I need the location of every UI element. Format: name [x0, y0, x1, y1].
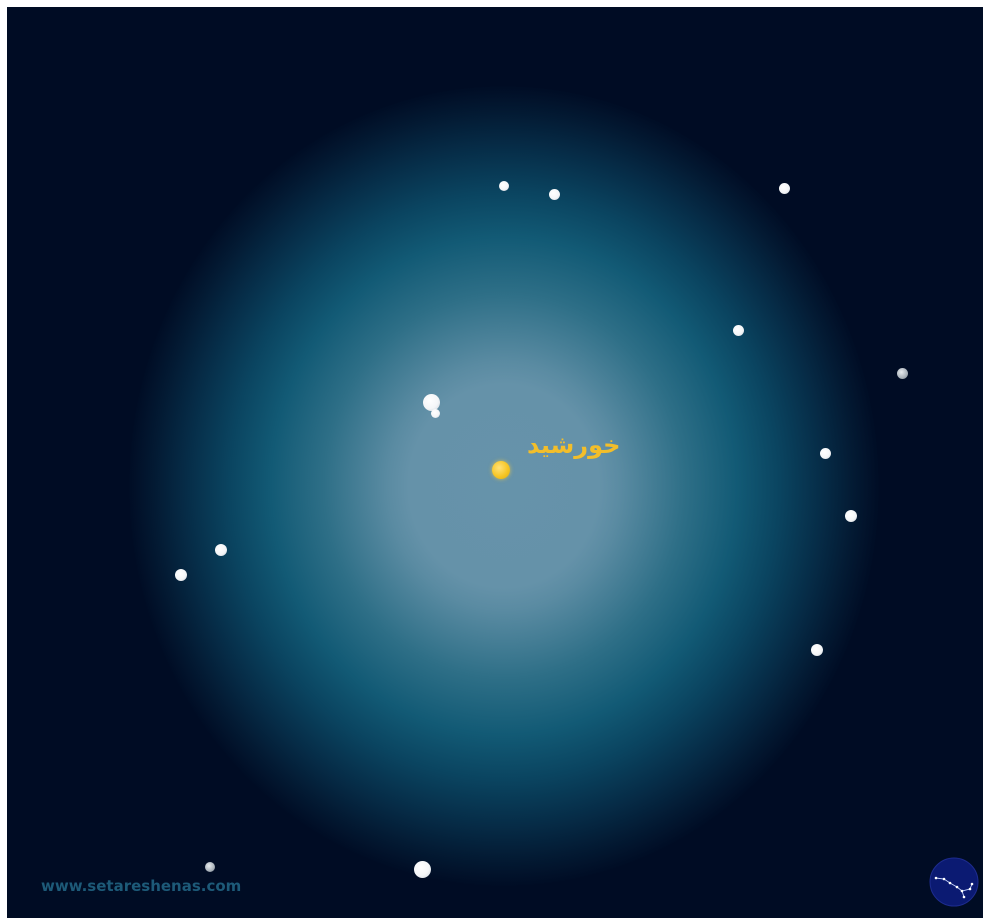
sun-dot: [492, 461, 510, 479]
star: [423, 394, 440, 411]
star: [499, 181, 509, 191]
star: [431, 409, 440, 418]
sky-diagram: خورشید www.setareshenas.com: [7, 7, 983, 918]
big-dipper-constellation-icon: [929, 857, 979, 907]
star: [549, 189, 560, 200]
star: [820, 448, 831, 459]
sun-halo: [129, 86, 879, 886]
star: [845, 510, 857, 522]
watermark: www.setareshenas.com: [41, 877, 242, 895]
star: [733, 325, 744, 336]
star: [414, 861, 431, 878]
star: [779, 183, 790, 194]
star: [897, 368, 908, 379]
star: [811, 644, 823, 656]
star: [175, 569, 187, 581]
star: [205, 862, 215, 872]
star: [215, 544, 227, 556]
sun-label: خورشید: [527, 431, 621, 459]
